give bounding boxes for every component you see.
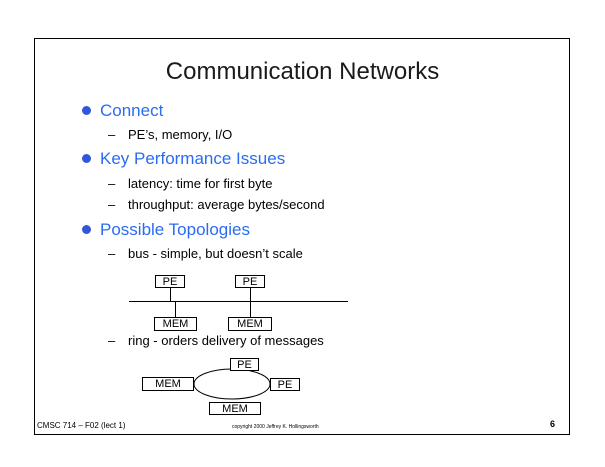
dash: – xyxy=(108,246,116,261)
dash: – xyxy=(108,197,116,212)
subitem-bus: –bus - simple, but doesn’t scale xyxy=(108,246,303,261)
subitem-connect: –PE’s, memory, I/O xyxy=(108,127,232,142)
slide-title: Communication Networks xyxy=(165,58,440,85)
dash: – xyxy=(108,333,116,348)
bus-connector xyxy=(250,302,251,317)
footer-course: CMSC 714 – F02 (lect 1) xyxy=(37,421,126,430)
bullet-dot xyxy=(82,154,91,163)
subitem-ring: –ring - orders delivery of messages xyxy=(108,333,324,348)
bus-connector xyxy=(250,287,251,301)
mem-box: MEM xyxy=(154,317,197,331)
mem-box-ring-bottom: MEM xyxy=(209,402,261,415)
subitem-text: throughput: average bytes/second xyxy=(128,197,325,212)
mem-box-ring-left: MEM xyxy=(142,377,194,391)
subitem-text: latency: time for first byte xyxy=(128,176,273,191)
ring-ellipse xyxy=(193,368,271,400)
subitem-text: bus - simple, but doesn’t scale xyxy=(128,246,303,261)
bullet-dot xyxy=(82,225,91,234)
dash: – xyxy=(108,176,116,191)
bus-line xyxy=(129,301,348,302)
subitem-text: ring - orders delivery of messages xyxy=(128,333,324,348)
page-number: 6 xyxy=(550,419,556,429)
pe-box-ring-right: PE xyxy=(270,378,300,391)
mem-box: MEM xyxy=(228,317,272,331)
slide-frame xyxy=(34,38,570,435)
bullet-connect: Connect xyxy=(100,101,164,120)
dash: – xyxy=(108,127,116,142)
subitem-text: PE’s, memory, I/O xyxy=(128,127,233,142)
pe-box: PE xyxy=(235,275,265,288)
footer-copyright: copyright 2000 Jeffrey K. Hollingsworth xyxy=(232,424,319,430)
bullet-dot xyxy=(82,106,91,115)
bullet-topologies: Possible Topologies xyxy=(100,220,250,239)
subitem-throughput: –throughput: average bytes/second xyxy=(108,197,325,212)
pe-box: PE xyxy=(155,275,185,288)
subitem-latency: –latency: time for first byte xyxy=(108,176,273,191)
pe-box-ring-top: PE xyxy=(230,358,259,371)
bullet-key-performance: Key Performance Issues xyxy=(100,149,286,168)
bus-connector xyxy=(175,302,176,317)
bus-connector xyxy=(170,287,171,301)
